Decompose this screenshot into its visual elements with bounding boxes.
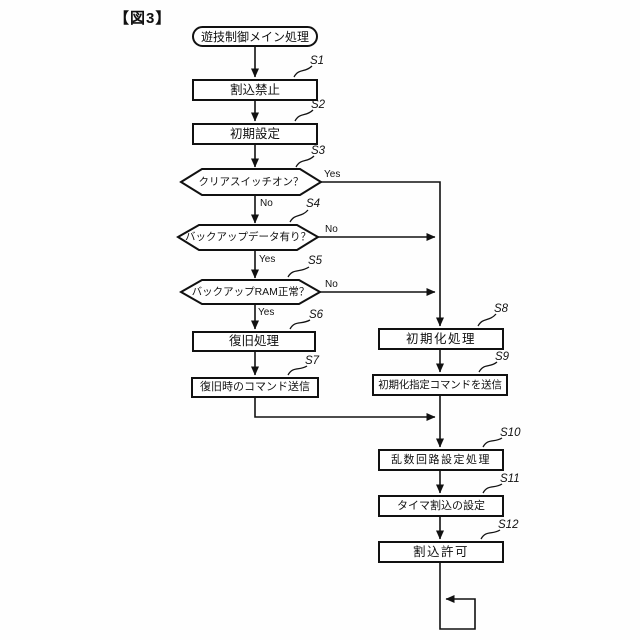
node-s3-label: クリアスイッチオン？ xyxy=(198,175,304,188)
step-label-leaders xyxy=(287,65,503,540)
decision-shape-s3 xyxy=(179,168,323,196)
edge-label-s5-no: No xyxy=(325,279,338,290)
node-s8: 初期化処理 xyxy=(378,328,504,350)
step-label-s7: S7 xyxy=(305,355,320,367)
right-column-arrows xyxy=(436,350,476,630)
node-s11-label: タイマ割込の設定 xyxy=(397,499,485,512)
node-s1: 割込禁止 xyxy=(192,79,318,101)
step-label-s1: S1 xyxy=(310,55,325,67)
step-label-s2: S2 xyxy=(311,99,326,111)
node-s2-label: 初期設定 xyxy=(229,126,280,141)
node-s12: 割込許可 xyxy=(378,541,504,563)
node-s10-label: 乱数回路設定処理 xyxy=(391,453,491,466)
step-label-s6: S6 xyxy=(309,309,324,321)
figure-label: 【図3】 xyxy=(114,10,172,27)
edge-label-s5-yes: Yes xyxy=(258,307,275,318)
node-s3: クリアスイッチオン？ xyxy=(181,169,321,195)
node-s4: バックアップデータ有り？ xyxy=(178,225,318,250)
branch-arrows xyxy=(254,181,444,421)
decision-shapes xyxy=(176,168,323,305)
step-label-s12: S12 xyxy=(498,519,519,531)
node-s12-label: 割込許可 xyxy=(412,544,469,559)
step-label-s8: S8 xyxy=(494,303,509,315)
node-s7: 復旧時のコマンド送信 xyxy=(191,377,319,398)
step-label-s4: S4 xyxy=(306,198,321,210)
node-s1-label: 割込禁止 xyxy=(229,82,280,97)
decision-shape-s4 xyxy=(176,224,320,251)
step-label-s11: S11 xyxy=(500,473,520,485)
step-label-s10: S10 xyxy=(500,427,521,439)
step-label-s5: S5 xyxy=(308,255,323,267)
decision-shape-s5 xyxy=(178,279,323,305)
node-s2: 初期設定 xyxy=(192,123,318,145)
node-s9-label: 初期化指定コマンドを送信 xyxy=(378,378,502,391)
node-start: 遊技制御メイン処理 xyxy=(192,26,318,47)
node-s6-label: 復旧処理 xyxy=(228,334,279,349)
edge-label-s3-no: No xyxy=(260,198,273,209)
node-s6: 復旧処理 xyxy=(192,331,316,352)
node-s5: バックアップRAM正常？ xyxy=(181,280,320,304)
node-s7-label: 復旧時のコマンド送信 xyxy=(200,381,310,393)
edge-label-s4-yes: Yes xyxy=(259,254,276,265)
node-s5-label: バックアップRAM正常？ xyxy=(191,285,310,298)
node-start-label: 遊技制御メイン処理 xyxy=(200,29,309,44)
edge-label-s4-no: No xyxy=(325,224,338,235)
node-s11: タイマ割込の設定 xyxy=(378,495,504,517)
edge-label-s3-yes: Yes xyxy=(324,169,341,180)
node-s10: 乱数回路設定処理 xyxy=(378,449,504,471)
node-s8-label: 初期化処理 xyxy=(405,331,476,346)
node-s4-label: バックアップデータ有り？ xyxy=(185,231,311,244)
step-label-s3: S3 xyxy=(311,145,326,157)
step-label-s9: S9 xyxy=(495,351,510,363)
node-s9: 初期化指定コマンドを送信 xyxy=(372,374,508,396)
